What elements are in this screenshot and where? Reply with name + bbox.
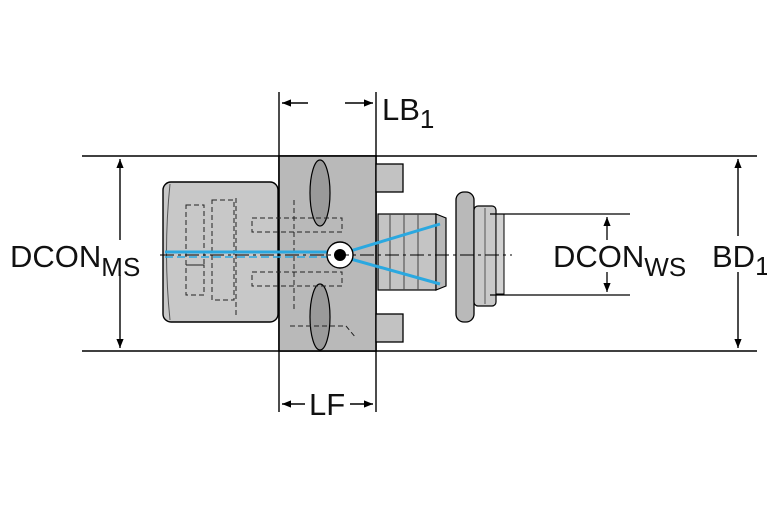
dcon-ws-label: DCONWS <box>553 239 686 282</box>
dcon-ws-label-sub: WS <box>644 252 686 282</box>
bd1-label-main: BD <box>712 239 755 274</box>
dcon-ms-label-main: DCON <box>10 239 101 274</box>
dcon-ws-label-main: DCON <box>553 239 644 274</box>
lf-label: LF <box>309 387 345 422</box>
dcon-ms-label: DCONMS <box>10 239 140 282</box>
dcon-ms-label-sub: MS <box>101 252 140 282</box>
bd1-label: BD1 <box>712 239 767 281</box>
clamping-unit <box>377 191 505 323</box>
bd1-label-sub: 1 <box>755 251 767 281</box>
lb1-label-main: LB <box>382 92 420 127</box>
lb1-label: LB1 <box>382 92 434 134</box>
lb1-label-sub: 1 <box>420 104 434 134</box>
